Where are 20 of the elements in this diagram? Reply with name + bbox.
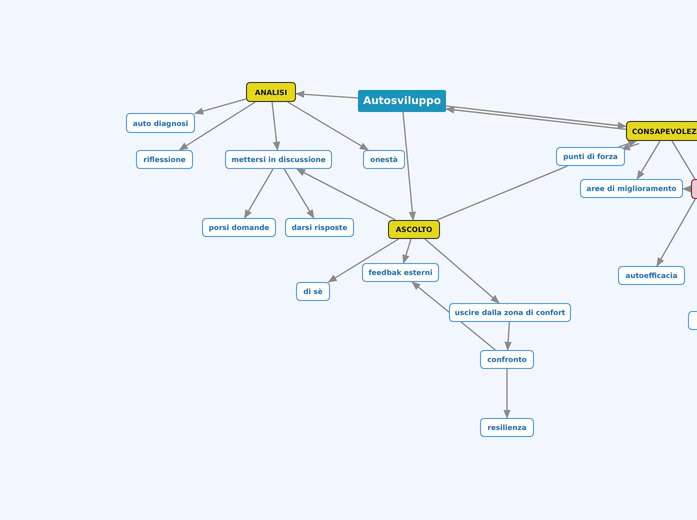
connector-arrow bbox=[503, 369, 511, 419]
connector-arrow bbox=[284, 168, 314, 219]
connector-arrow bbox=[287, 101, 369, 151]
connector-arrow bbox=[402, 112, 416, 221]
topic-label: Autosviluppo bbox=[363, 95, 441, 107]
connector-arrow bbox=[295, 90, 358, 99]
connector-arrow bbox=[636, 140, 661, 180]
connector-arrow bbox=[402, 238, 412, 264]
connector-arrow bbox=[194, 98, 246, 115]
connector-arrow bbox=[504, 322, 512, 351]
connector-arrow bbox=[618, 140, 638, 148]
connector-arrow bbox=[328, 238, 399, 283]
connector-arrow bbox=[424, 238, 500, 304]
connector-arrow bbox=[411, 281, 496, 350]
connector-arrow bbox=[244, 168, 274, 219]
connector-arrow bbox=[271, 102, 280, 151]
connector-arrow bbox=[178, 101, 256, 151]
connector-arrow bbox=[682, 185, 692, 193]
connector-arrow bbox=[296, 168, 396, 221]
connector-arrow bbox=[656, 198, 696, 267]
